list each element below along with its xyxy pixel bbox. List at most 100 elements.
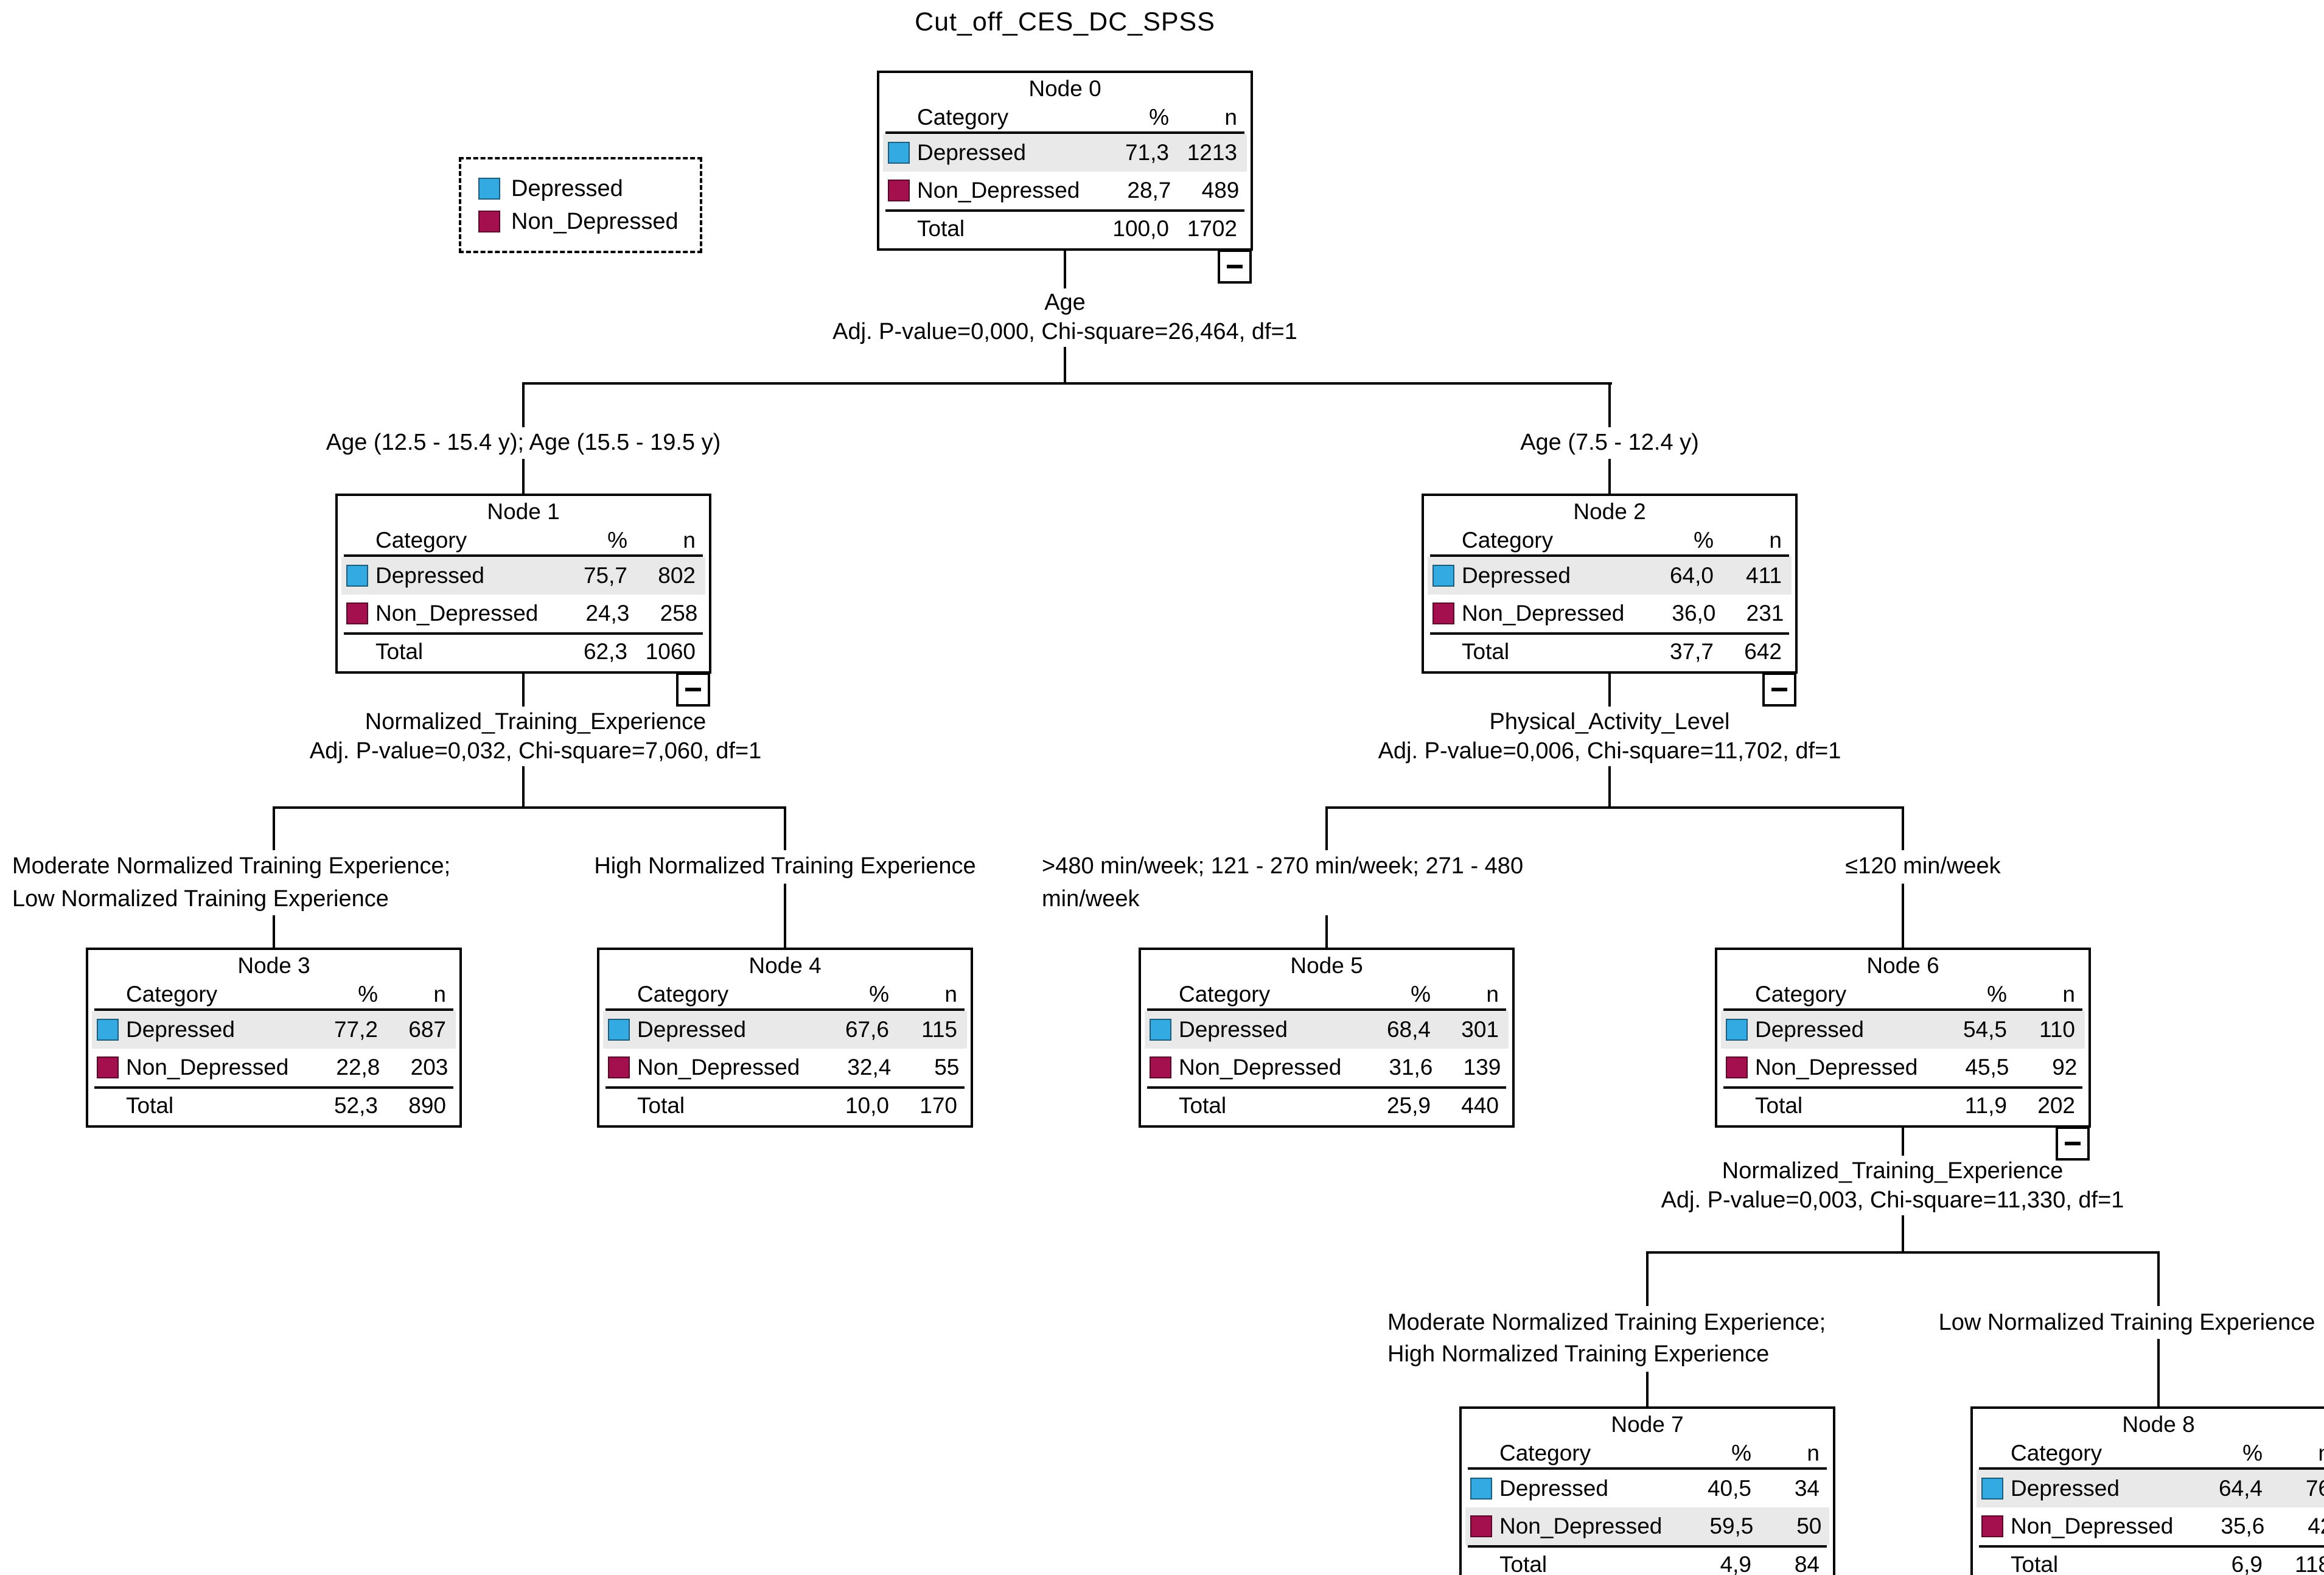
category-header: Category <box>637 982 729 1007</box>
percent-header: % <box>1149 105 1169 130</box>
n-value: 687 <box>408 1017 446 1042</box>
percent-value: 25,9 <box>1386 1093 1431 1118</box>
total-row: Total 6,9 118 <box>1977 1548 2324 1575</box>
collapse-node-1-button[interactable] <box>676 672 710 707</box>
n-value: 642 <box>1744 639 1782 664</box>
divider <box>1979 1545 2324 1548</box>
divider <box>605 1008 965 1011</box>
divider <box>1723 1086 2082 1089</box>
total-row: Total 52,3 890 <box>92 1089 456 1123</box>
percent-value: 52,3 <box>333 1093 378 1118</box>
category-label: Non_Depressed <box>1499 1514 1663 1538</box>
n-value: 440 <box>1461 1093 1499 1118</box>
non-depressed-swatch-icon <box>97 1056 119 1078</box>
divider <box>1979 1467 2324 1470</box>
legend-item-depressed: Depressed <box>478 176 683 201</box>
percent-value: 77,2 <box>333 1017 378 1042</box>
n-header: n <box>683 528 696 553</box>
percent-value: 6,9 <box>2231 1552 2263 1575</box>
legend-label: Depressed <box>511 176 623 201</box>
percent-value: 67,6 <box>845 1017 889 1042</box>
category-row-non-depressed: Non_Depressed 59,5 50 <box>1465 1507 1829 1545</box>
divider <box>344 632 703 635</box>
category-label: Non_Depressed <box>375 601 539 626</box>
n-header: n <box>2062 982 2075 1007</box>
branch-label: >480 min/week; 121 - 270 min/week; 271 -… <box>1042 853 1524 879</box>
depressed-swatch-icon <box>608 1019 630 1041</box>
category-header: Category <box>917 105 1009 130</box>
n-header: n <box>1224 105 1237 130</box>
divider <box>885 131 1244 134</box>
branch-label: High Normalized Training Experience <box>594 853 976 879</box>
category-row-depressed: Depressed 71,3 1213 <box>883 134 1247 172</box>
connector-line <box>1325 915 1328 948</box>
divider <box>1430 554 1789 557</box>
non-depressed-swatch-icon <box>1432 602 1454 624</box>
collapse-node-2-button[interactable] <box>1762 672 1796 707</box>
node-table-header: Category % n <box>92 980 456 1008</box>
total-label: Total <box>375 639 424 664</box>
percent-header: % <box>2242 1441 2263 1465</box>
percent-value: 24,3 <box>585 601 630 626</box>
node-title: Node 2 <box>1573 499 1646 524</box>
collapse-node-0-button[interactable] <box>1218 250 1252 284</box>
total-row: Total 37,7 642 <box>1428 635 1792 669</box>
n-value: 50 <box>1796 1514 1822 1538</box>
total-label: Total <box>1499 1552 1548 1575</box>
percent-value: 32,4 <box>847 1055 892 1080</box>
minus-icon <box>1771 688 1787 691</box>
n-value: 34 <box>1794 1476 1820 1501</box>
branch-label: ≤120 min/week <box>1845 853 2001 879</box>
n-header: n <box>1769 528 1782 553</box>
collapse-node-6-button[interactable] <box>2056 1126 2090 1161</box>
percent-value: 68,4 <box>1386 1017 1431 1042</box>
percent-value: 54,5 <box>1963 1017 2007 1042</box>
category-row-depressed: Depressed 77,2 687 <box>92 1011 456 1049</box>
connector-line <box>784 806 786 850</box>
node-table-header: Category % n <box>603 980 967 1008</box>
category-row-non-depressed: Non_Depressed 28,7 489 <box>883 172 1247 209</box>
n-header: n <box>944 982 957 1007</box>
n-value: 1702 <box>1187 216 1237 241</box>
node-box-3: Node 3 Category % n Depressed 77,2 687 N… <box>86 948 462 1128</box>
total-label: Total <box>917 216 965 241</box>
depressed-swatch-icon <box>1432 565 1454 587</box>
branch-label: Moderate Normalized Training Experience; <box>1387 1310 1826 1335</box>
depressed-swatch-icon <box>478 178 500 200</box>
n-value: 411 <box>1746 563 1782 588</box>
non-depressed-swatch-icon <box>1981 1515 2003 1537</box>
percent-value: 45,5 <box>1965 1055 2009 1080</box>
depressed-swatch-icon <box>1150 1019 1171 1041</box>
total-row: Total 25,9 440 <box>1145 1089 1509 1123</box>
connector-line <box>1325 806 1904 809</box>
depressed-swatch-icon <box>346 565 368 587</box>
category-label: Depressed <box>2011 1476 2120 1501</box>
n-value: 1060 <box>645 639 696 664</box>
divider <box>344 554 703 557</box>
split-stats-label: Adj. P-value=0,006, Chi-square=11,702, d… <box>1378 738 1841 764</box>
category-label: Depressed <box>375 563 484 588</box>
connector-line <box>522 459 525 494</box>
depressed-swatch-icon <box>97 1019 119 1041</box>
divider <box>885 209 1244 212</box>
percent-value: 100,0 <box>1112 216 1169 241</box>
node-box-8: Node 8 Category % n Depressed 64,4 76 No… <box>1970 1406 2324 1575</box>
percent-value: 64,0 <box>1669 563 1714 588</box>
category-label: Non_Depressed <box>637 1055 800 1080</box>
category-row-depressed: Depressed 68,4 301 <box>1145 1011 1509 1049</box>
branch-label: High Normalized Training Experience <box>1387 1341 1770 1367</box>
connector-line <box>1902 1215 1904 1253</box>
node-title: Node 4 <box>748 953 822 978</box>
n-value: 42 <box>2308 1514 2324 1538</box>
category-row-depressed: Depressed 67,6 115 <box>603 1011 967 1049</box>
non-depressed-swatch-icon <box>608 1056 630 1078</box>
non-depressed-swatch-icon <box>1150 1056 1171 1078</box>
connector-line <box>522 766 525 806</box>
connector-line <box>1646 1372 1649 1406</box>
node-title: Node 7 <box>1611 1412 1684 1437</box>
divider <box>1723 1008 2082 1011</box>
non-depressed-swatch-icon <box>478 211 500 232</box>
total-label: Total <box>126 1093 174 1118</box>
divider <box>94 1086 453 1089</box>
